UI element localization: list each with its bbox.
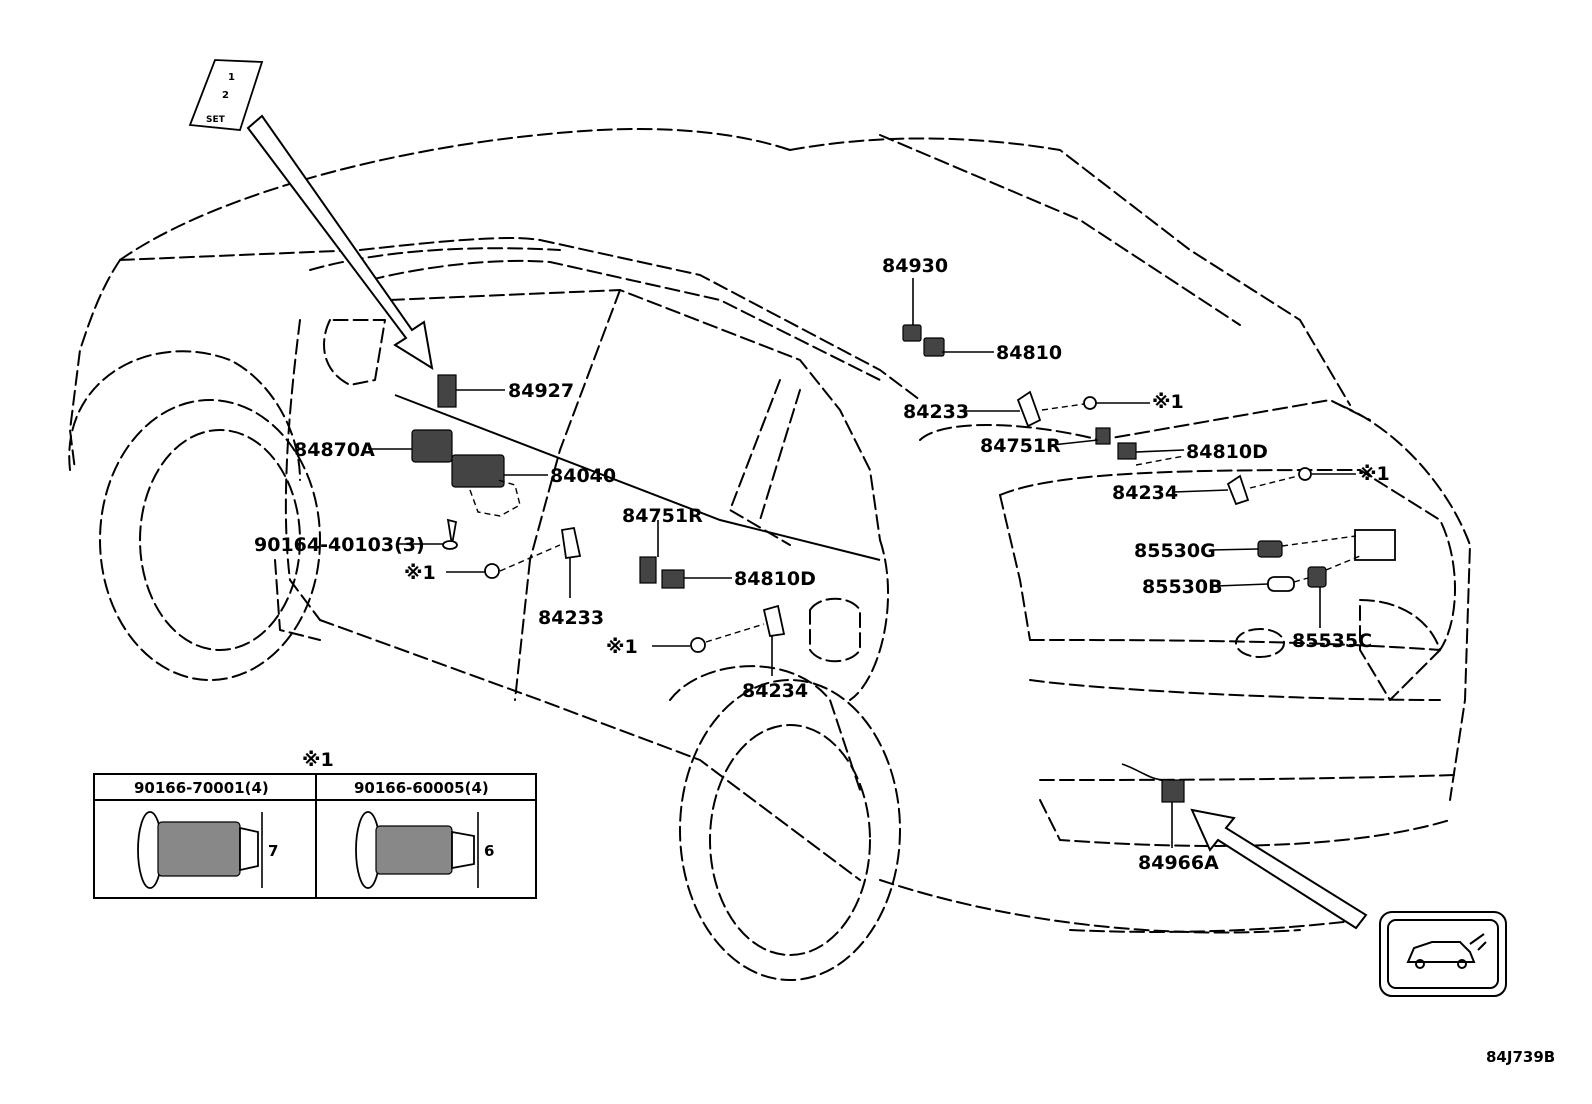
label-84927: 84927	[508, 380, 574, 402]
switch-label-2: 2	[222, 90, 229, 101]
label-x1-lower: ※1	[606, 636, 638, 658]
switch-label-1: 1	[228, 72, 235, 83]
screw-col1-dim: 7	[268, 842, 278, 860]
part-labels: 84930 84810 84233 ※1 84751R 84810D 84234…	[254, 255, 1390, 874]
label-x1-rear: ※1	[1358, 463, 1390, 485]
screw-col1-header: 90166-70001(4)	[134, 779, 269, 797]
label-84751r-rear: 84751R	[980, 435, 1061, 457]
label-85530b: 85530B	[1142, 576, 1223, 598]
label-84966a: 84966A	[1138, 852, 1219, 874]
screw-col2-header: 90166-60005(4)	[354, 779, 489, 797]
label-84233-roof: 84233	[903, 401, 969, 423]
label-84751r-door: 84751R	[622, 505, 703, 527]
diagram-code: 84J739B	[1486, 1048, 1555, 1066]
label-85530g: 85530G	[1134, 540, 1216, 562]
pointer-arrow-door	[246, 114, 434, 371]
label-84870a: 84870A	[294, 439, 375, 461]
label-90164-40103: 90164-40103(3)	[254, 534, 425, 556]
label-84810d-rear: 84810D	[1186, 441, 1268, 463]
seat-memory-switch-panel: 1 2 SET	[188, 59, 264, 131]
label-84040: 84040	[550, 465, 616, 487]
leader-lines	[368, 278, 1361, 848]
label-84810: 84810	[996, 342, 1062, 364]
pointer-arrow-bumper	[1190, 808, 1368, 930]
label-84234-lower: 84234	[742, 680, 808, 702]
switch-label-set: SET	[206, 115, 226, 125]
label-84234-rear: 84234	[1112, 482, 1178, 504]
screw-icon-70001	[137, 811, 263, 889]
back-door-switch-icon	[1379, 911, 1507, 997]
label-x1-door: ※1	[404, 562, 436, 584]
label-84233-door: 84233	[538, 607, 604, 629]
screw-col2-dim: 6	[484, 842, 494, 860]
screw-table: ※1 90166-70001(4) 90166-60005(4) 7 6	[93, 749, 537, 899]
label-84930: 84930	[882, 255, 948, 277]
label-x1-roof: ※1	[1152, 391, 1184, 413]
screw-table-title: ※1	[302, 749, 334, 771]
label-85535c: 85535C	[1292, 630, 1372, 652]
label-84810d-door: 84810D	[734, 568, 816, 590]
screw-icon-60005	[355, 811, 479, 889]
